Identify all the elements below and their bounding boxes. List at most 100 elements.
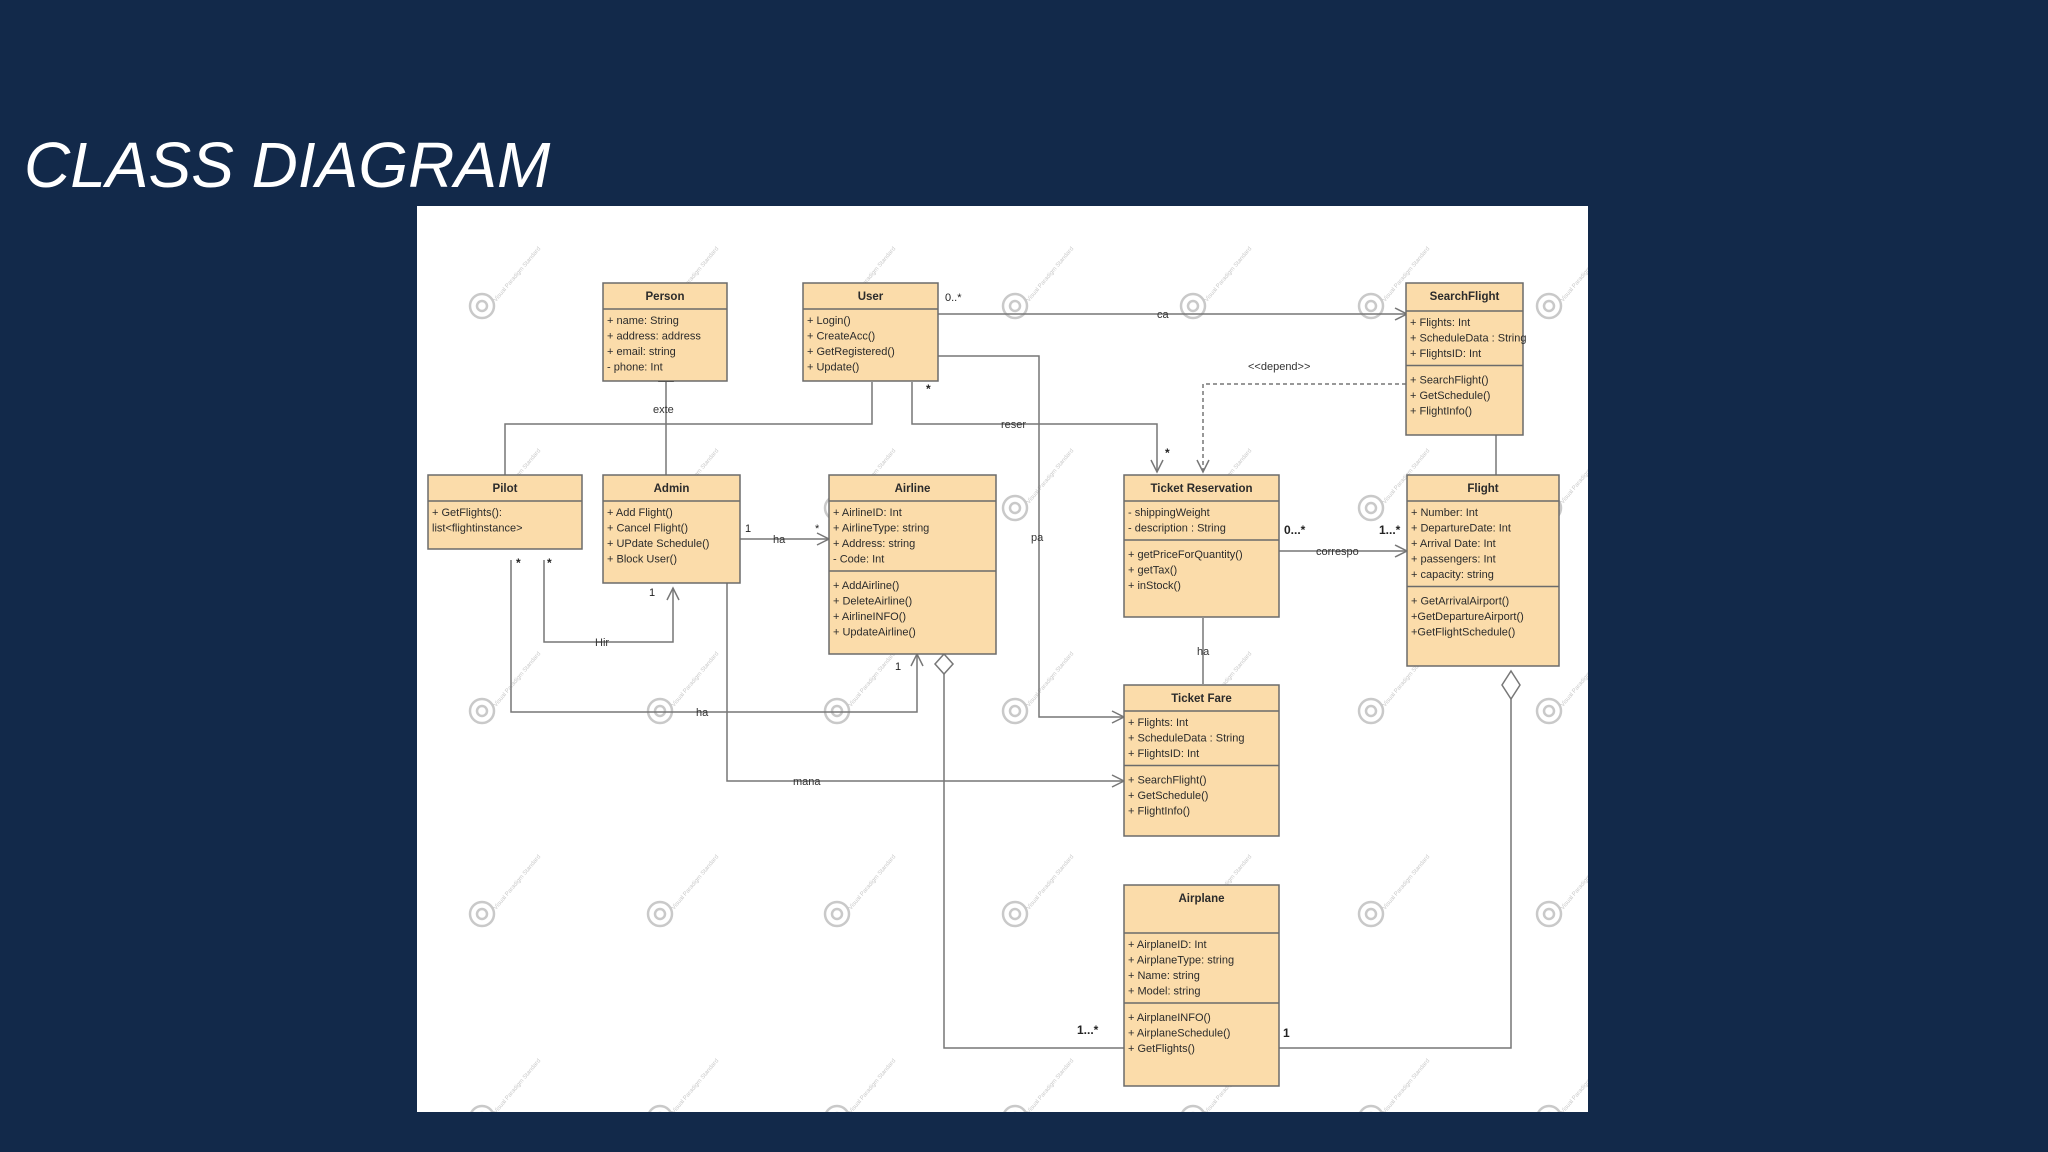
class-attribute: list<flightinstance> [432, 523, 523, 535]
class-attribute: + FlightsID: Int [1410, 348, 1481, 360]
watermark-text: Visual Paradigm Standard [1560, 651, 1588, 708]
watermark-text: Visual Paradigm Standard [493, 651, 542, 708]
class-attribute: + ScheduleData : String [1128, 733, 1245, 745]
class-attribute: + Address: string [833, 538, 915, 550]
class-box [602, 282, 728, 382]
relationship-labels: ca 0..* <<depend>> exte reser * * pa ha … [516, 292, 1401, 1040]
watermark-text: Visual Paradigm Standard [1026, 246, 1075, 303]
watermark-logo: Visual Paradigm Standard [1001, 854, 1075, 928]
watermark-text: Visual Paradigm Standard [1560, 246, 1588, 303]
reservation-multiplicity: * [1165, 446, 1170, 460]
class-pilot[interactable]: Pilot+ GetFlights():list<flightinstance> [427, 474, 583, 550]
class-box [602, 474, 741, 584]
class-flight[interactable]: Flight+ Number: Int+ DepartureDate: Int+… [1406, 474, 1560, 667]
class-method: + DeleteAirline() [833, 596, 912, 608]
class-search-flight[interactable]: SearchFlight + Flights: Int + ScheduleData… [1405, 282, 1527, 436]
reservation-fare-label: ha [1197, 646, 1210, 658]
watermark-text: Visual Paradigm Standard [1560, 1058, 1588, 1112]
class-attribute: + Model: string [1128, 986, 1200, 998]
watermark-logo: Visual Paradigm Standard [1537, 1058, 1588, 1112]
class-admin[interactable]: Admin+ Add Flight()+ Cancel Flight()+ UP… [602, 474, 741, 584]
class-method: + CreateAcc() [807, 331, 875, 343]
reserve-label: reser [1001, 419, 1026, 431]
class-attribute: + AirplaneType: string [1128, 955, 1234, 967]
hire-admin-multiplicity: 1 [649, 587, 655, 599]
class-airplane[interactable]: Airplane+ AirplaneID: Int+ AirplaneType:… [1123, 884, 1280, 1087]
user-pilot-connector [504, 382, 873, 475]
user-searchflight-label: ca [1157, 309, 1170, 321]
class-method: + FlightInfo() [1128, 806, 1190, 818]
class-method: + AirplaneSchedule() [1128, 1028, 1230, 1040]
class-box [802, 282, 939, 382]
class-name: User [858, 291, 884, 303]
class-airline[interactable]: Airline+ AirlineID: Int+ AirlineType: st… [828, 474, 997, 655]
watermark-text: Visual Paradigm Standard [1026, 651, 1075, 708]
watermark-logo: Visual Paradigm Standard [1359, 1058, 1431, 1112]
class-attribute: - description : String [1128, 523, 1226, 535]
watermark-text: Visual Paradigm Standard [848, 1058, 897, 1112]
watermark-logo: Visual Paradigm Standard [1535, 854, 1588, 928]
class-name: Ticket Fare [1171, 693, 1232, 705]
class-attribute: + address: address [607, 331, 701, 343]
class-attribute: + Flights: Int [1128, 717, 1188, 729]
class-attribute: + DepartureDate: Int [1411, 523, 1511, 535]
class-attribute: + Number: Int [1411, 507, 1478, 519]
watermark-text: Visual Paradigm Standard [671, 854, 720, 911]
class-attribute: + Arrival Date: Int [1411, 538, 1496, 550]
watermark-text: Visual Paradigm Standard [1026, 448, 1075, 505]
class-box [1405, 282, 1524, 436]
watermark-text: Visual Paradigm Standard [1026, 854, 1075, 911]
class-method: + GetSchedule() [1410, 390, 1490, 402]
class-name: Ticket Reservation [1150, 483, 1252, 495]
admin-airline-multiplicity-a: 1 [745, 523, 751, 535]
class-ticket-reservation[interactable]: Ticket Reservation - shippingWeight - desc… [1123, 474, 1280, 618]
class-method: + SearchFlight() [1410, 375, 1489, 387]
class-box [1406, 474, 1560, 667]
class-method: + FlightInfo() [1410, 406, 1472, 418]
watermark-text: Visual Paradigm Standard [1560, 448, 1588, 505]
class-attribute: + Block User() [607, 554, 677, 566]
class-method: + AirlineINFO() [833, 611, 906, 623]
class-box [427, 474, 583, 550]
watermark-logo: Visual Paradigm Standard [468, 854, 542, 928]
pilot-multiplicity-b: * [547, 556, 552, 570]
class-name: Airline [895, 483, 931, 495]
class-attribute: + ScheduleData : String [1410, 333, 1527, 345]
class-method: + GetArrivalAirport() [1411, 596, 1509, 608]
class-attribute: + Flights: Int [1410, 317, 1470, 329]
watermark-text: Visual Paradigm Standard [1026, 1058, 1075, 1112]
airplane-airline-multiplicity: 1...* [1077, 1023, 1099, 1037]
watermark-text: Visual Paradigm Standard [1204, 246, 1253, 303]
admin-airline-multiplicity-b: * [815, 523, 820, 535]
depend-arrowhead [1196, 459, 1210, 474]
class-method: + GetSchedule() [1128, 790, 1208, 802]
class-attribute: + AirlineType: string [833, 523, 929, 535]
watermark-logo: Visual Paradigm Standard [648, 1058, 720, 1112]
watermark-text: Visual Paradigm Standard [1560, 854, 1588, 911]
depend-dependency [1202, 383, 1406, 472]
watermark-logo: Visual Paradigm Standard [470, 1058, 542, 1112]
class-user[interactable]: User+ Login()+ CreateAcc()+ GetRegistere… [802, 282, 939, 382]
class-person[interactable]: Person+ name: String+ address: address+ … [602, 282, 728, 382]
watermark-text: Visual Paradigm Standard [1382, 854, 1431, 911]
pilot-admin-hire [543, 560, 674, 643]
watermark-text: Visual Paradigm Standard [671, 1058, 720, 1112]
reserve-arrowhead [1150, 459, 1164, 474]
class-attribute: + GetFlights(): [432, 507, 502, 519]
class-ticket-fare[interactable]: Ticket Fare + Flights: Int + ScheduleData … [1123, 684, 1280, 837]
watermark-logo: Visual Paradigm Standard [825, 1058, 897, 1112]
class-attribute: + UPdate Schedule() [607, 538, 709, 550]
class-box [1123, 474, 1280, 618]
class-name: SearchFlight [1430, 291, 1500, 303]
extends-label: exte [653, 404, 674, 416]
reservation-flight-multiplicity-b: 1...* [1379, 523, 1401, 537]
class-attribute: + passengers: Int [1411, 554, 1496, 566]
class-attribute: + email: string [607, 346, 676, 358]
class-method: + getTax() [1128, 565, 1177, 577]
watermark-text: Visual Paradigm Standard [671, 651, 720, 708]
class-attribute: - shippingWeight [1128, 507, 1210, 519]
watermark-logo: Visual Paradigm Standard [646, 854, 720, 928]
class-name: Admin [654, 483, 690, 495]
manage-label: mana [793, 776, 821, 788]
pilot-airline-label: ha [696, 707, 709, 719]
